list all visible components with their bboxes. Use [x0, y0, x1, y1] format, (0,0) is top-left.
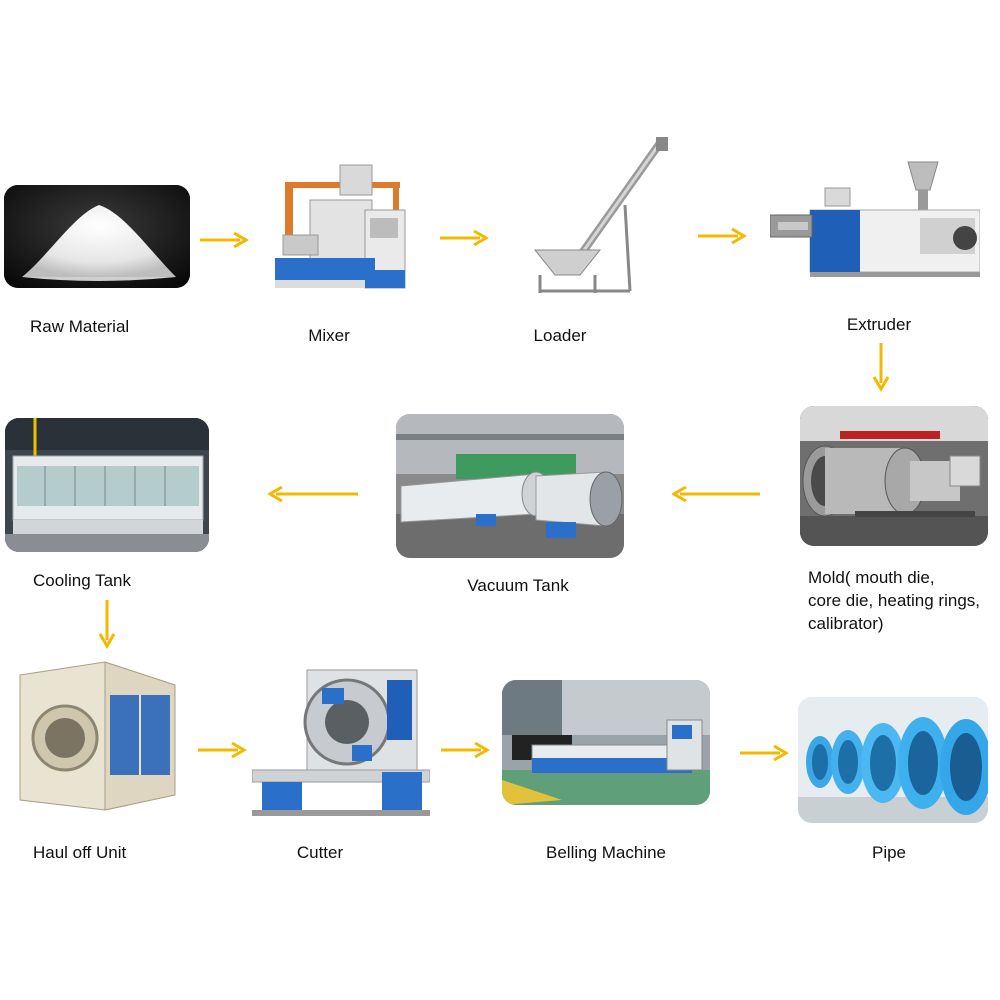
pipe-photo	[798, 697, 988, 823]
step-label-cutter: Cutter	[296, 843, 344, 862]
step-label-extruder: Extruder	[846, 315, 912, 334]
flow-arrow	[672, 484, 762, 504]
loader-image	[530, 135, 680, 300]
step-label-vacuum-tank: Vacuum Tank	[467, 576, 569, 595]
belling-machine-photo	[502, 680, 710, 805]
cooling-tank-photo	[5, 418, 209, 552]
flow-arrow	[440, 228, 492, 248]
flow-arrow	[200, 230, 252, 250]
step-label-pipe: Pipe	[871, 843, 907, 862]
haul-off-unit-image	[15, 660, 180, 815]
flow-arrow	[268, 484, 360, 504]
flow-arrow	[698, 226, 750, 246]
raw-material-photo	[4, 185, 190, 288]
flow-arrow	[740, 743, 792, 763]
vacuum-tank-photo	[396, 414, 624, 558]
flow-arrow	[871, 343, 891, 393]
step-label-mixer: Mixer	[308, 326, 350, 345]
flow-arrow	[441, 740, 493, 760]
step-label-haul-off-unit: Haul off Unit	[33, 843, 127, 862]
flow-arrow	[97, 600, 117, 650]
step-label-mold: Mold( mouth die, core die, heating rings…	[808, 568, 980, 633]
mold-photo	[800, 406, 988, 546]
step-label-belling-machine: Belling Machine	[545, 843, 667, 862]
extruder-image	[770, 160, 980, 280]
mixer-image	[265, 160, 415, 295]
cutter-image	[252, 660, 430, 825]
step-label-cooling-tank: Cooling Tank	[33, 571, 131, 590]
flow-arrow	[198, 740, 250, 760]
step-label-loader: Loader	[533, 326, 587, 345]
step-label-raw-material: Raw Material	[30, 317, 130, 336]
